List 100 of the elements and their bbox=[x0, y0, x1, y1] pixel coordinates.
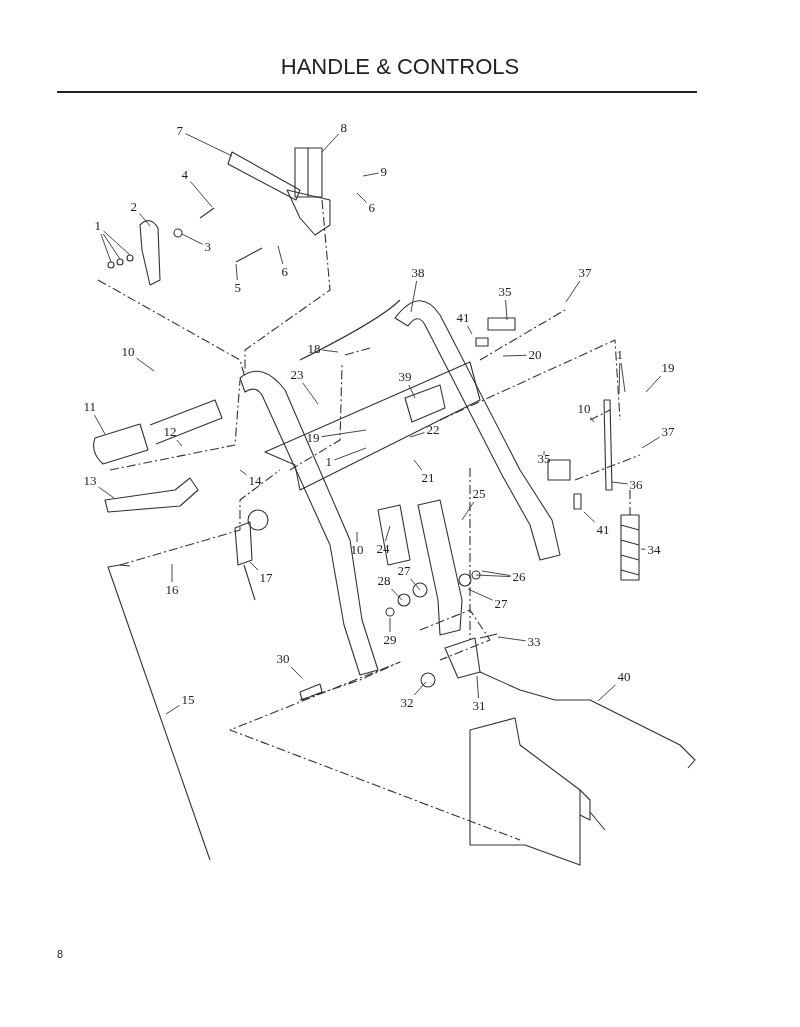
page-title: HANDLE & CONTROLS bbox=[279, 54, 521, 80]
leader-line bbox=[583, 511, 596, 523]
callout-number: 33 bbox=[526, 635, 542, 649]
leader-line bbox=[410, 578, 421, 591]
leader-line bbox=[640, 548, 646, 550]
callout-number: 29 bbox=[382, 633, 398, 647]
leader-line bbox=[391, 588, 403, 601]
callout-number: 13 bbox=[82, 474, 98, 488]
callout-number: 32 bbox=[399, 696, 415, 710]
callout-number: 1 bbox=[324, 455, 333, 469]
leader-line bbox=[413, 681, 427, 696]
leader-line bbox=[475, 574, 511, 578]
leader-line bbox=[100, 233, 112, 263]
leader-line bbox=[505, 299, 508, 321]
leader-line bbox=[139, 213, 151, 227]
leader-line bbox=[597, 684, 616, 702]
leader-line bbox=[502, 354, 527, 357]
leader-line bbox=[497, 636, 526, 642]
leader-line bbox=[362, 172, 379, 177]
leader-line bbox=[641, 436, 660, 449]
callout-number: 35 bbox=[536, 452, 552, 466]
leader-line bbox=[93, 414, 106, 435]
leader-line bbox=[543, 450, 545, 456]
leader-line bbox=[611, 481, 628, 485]
callout-number: 3 bbox=[203, 240, 212, 254]
callout-number: 27 bbox=[493, 597, 509, 611]
callout-number: 15 bbox=[180, 693, 196, 707]
callout-number: 19 bbox=[660, 361, 676, 375]
callout-number: 25 bbox=[471, 487, 487, 501]
callout-number: 12 bbox=[162, 425, 178, 439]
callout-number: 41 bbox=[595, 523, 611, 537]
callout-number: 14 bbox=[247, 474, 263, 488]
leader-line bbox=[410, 280, 418, 313]
callout-number: 20 bbox=[527, 348, 543, 362]
leader-line bbox=[171, 563, 173, 583]
leader-line bbox=[190, 181, 213, 208]
leader-line bbox=[290, 666, 303, 679]
callout-number: 38 bbox=[410, 266, 426, 280]
leader-line bbox=[334, 447, 367, 461]
leader-line bbox=[356, 192, 367, 203]
leader-line bbox=[165, 704, 180, 715]
callout-number: 40 bbox=[616, 670, 632, 684]
leader-line bbox=[384, 525, 391, 542]
callout-number: 27 bbox=[396, 564, 412, 578]
callout-number: 37 bbox=[577, 266, 593, 280]
callout-number: 18 bbox=[306, 342, 322, 356]
leader-line bbox=[102, 233, 121, 260]
callout-number: 2 bbox=[129, 200, 138, 214]
callout-number: 35 bbox=[497, 285, 513, 299]
callout-number: 1 bbox=[615, 348, 624, 362]
callout-number: 24 bbox=[375, 542, 391, 556]
leader-line bbox=[239, 469, 247, 476]
callout-number: 9 bbox=[379, 165, 388, 179]
leader-line bbox=[409, 432, 425, 438]
callout-number: 34 bbox=[646, 543, 662, 557]
callout-number: 8 bbox=[339, 121, 348, 135]
leader-line bbox=[618, 362, 621, 395]
leader-line bbox=[322, 349, 339, 353]
callout-number: 31 bbox=[471, 699, 487, 713]
leader-line bbox=[103, 230, 131, 256]
leader-line bbox=[476, 675, 479, 699]
callout-number: 11 bbox=[82, 400, 98, 414]
leader-line bbox=[181, 233, 203, 245]
leader-line bbox=[467, 588, 493, 601]
leader-line bbox=[565, 280, 581, 303]
page-number: 8 bbox=[57, 948, 64, 960]
callout-number: 10 bbox=[120, 345, 136, 359]
callout-number: 6 bbox=[280, 265, 289, 279]
leader-line bbox=[185, 133, 233, 157]
leader-line bbox=[98, 486, 115, 499]
callout-number: 16 bbox=[164, 583, 180, 597]
callout-number: 30 bbox=[275, 652, 291, 666]
callout-number: 7 bbox=[175, 124, 184, 138]
leader-line bbox=[136, 357, 155, 372]
callout-number: 17 bbox=[258, 571, 274, 585]
leader-line bbox=[589, 416, 595, 423]
callout-number: 19 bbox=[305, 431, 321, 445]
callout-number: 28 bbox=[376, 574, 392, 588]
callout-number: 1 bbox=[93, 219, 102, 233]
leader-line bbox=[408, 384, 416, 399]
leader-line bbox=[235, 263, 238, 281]
callout-number: 6 bbox=[367, 201, 376, 215]
callout-number: 37 bbox=[660, 425, 676, 439]
callout-number: 10 bbox=[576, 402, 592, 416]
leader-line bbox=[176, 439, 183, 447]
leader-line bbox=[389, 617, 391, 633]
leader-line bbox=[249, 561, 259, 571]
callout-number: 21 bbox=[420, 471, 436, 485]
leader-line bbox=[620, 362, 626, 393]
leader-line bbox=[481, 570, 511, 577]
callout-number: 10 bbox=[349, 543, 365, 557]
callout-number: 23 bbox=[289, 368, 305, 382]
leader-line bbox=[461, 501, 475, 521]
callout-number: 39 bbox=[397, 370, 413, 384]
callout-number: 26 bbox=[511, 570, 527, 584]
leader-line bbox=[302, 382, 319, 405]
callout-number: 36 bbox=[628, 478, 644, 492]
leader-line bbox=[413, 459, 423, 471]
callout-number: 5 bbox=[233, 281, 242, 295]
callout-number: 41 bbox=[455, 311, 471, 325]
